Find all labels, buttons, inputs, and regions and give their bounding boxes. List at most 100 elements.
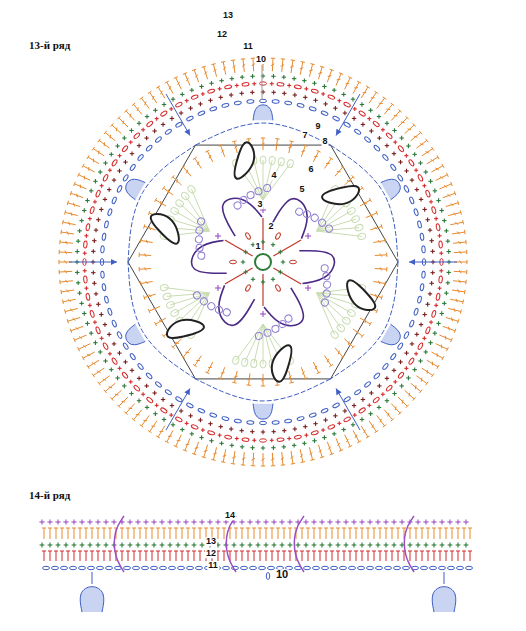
chain-symbol [191,94,199,100]
dc-symbol [195,158,202,168]
sc-symbol [306,87,307,91]
sc-symbol [131,128,132,132]
chain-symbol [358,110,366,117]
dc-symbol [266,528,267,539]
chain-symbol [197,252,205,260]
dc-symbol [230,528,231,539]
sc-symbol [182,92,183,96]
sc-symbol [233,543,234,548]
dc-symbol [187,170,188,174]
arrow-head [409,259,415,265]
sc-symbol [217,543,218,548]
sc-symbol [386,121,387,125]
chain-symbol [390,164,397,172]
dc-symbol [164,528,165,539]
chain-symbol [421,566,428,569]
dc-symbol [376,309,378,313]
chain-symbol [409,320,415,328]
chain-symbol [234,101,241,105]
curl-arc [264,288,303,326]
dc-symbol [413,123,416,126]
dc-symbol [205,372,209,374]
sc-symbol [439,234,440,238]
chain-symbol [137,154,144,162]
dc-symbol [67,201,68,205]
dc-symbol [437,365,439,369]
chain-symbol [97,566,104,569]
sc-symbol [444,301,445,305]
fan-stitch [317,293,335,335]
sc-symbol [101,184,102,188]
dc-symbol [234,376,238,377]
dc-symbol [59,260,60,264]
chain-symbol [230,260,237,264]
dc-symbol [176,435,182,447]
chain-symbol [321,408,329,414]
chain-symbol [354,389,362,396]
dc-symbol [126,111,135,121]
chain-symbol [278,157,285,166]
dc-symbol [150,92,157,103]
chain-symbol [439,241,443,248]
dc-symbol [425,152,428,154]
dc-symbol [105,383,115,391]
sc-symbol [252,277,253,281]
dc-symbol [63,222,76,225]
dc-symbol [186,528,190,529]
sc-symbol [257,519,258,524]
dc-symbol [92,528,93,539]
dc-symbol [291,463,295,465]
chain-symbol [397,145,404,153]
dc-symbol [270,528,274,529]
dc-symbol [401,121,405,123]
chain-symbol [175,101,183,107]
chain-symbol [178,566,185,569]
dc-symbol [451,338,453,342]
dc-symbol [272,58,274,71]
sc-symbol [441,311,442,315]
chain-symbol [364,381,372,388]
dc-symbol [80,551,81,561]
sc-symbol [433,519,434,524]
sc-symbol [57,519,58,524]
sc-symbol [105,543,106,548]
dc-symbol [348,445,352,447]
chain-symbol [250,359,257,368]
dc-symbol [370,214,373,216]
dc-symbol [183,167,191,176]
dc-symbol [289,141,293,142]
dc-symbol [281,457,284,459]
dc-symbol [410,551,411,561]
dc-symbol [260,551,261,561]
dc-symbol [342,551,346,552]
sc-symbol [416,168,417,172]
dc-symbol [254,528,255,539]
dc-symbol [240,528,244,529]
chain-symbol [207,89,215,94]
sc-symbol [425,543,426,548]
dc-symbol [258,551,262,552]
dc-symbol [356,551,357,561]
dc-symbol [139,268,151,270]
dc-symbol [115,394,119,395]
dc-symbol [353,82,359,93]
chain-symbol [430,566,437,569]
dc-symbol [59,250,60,254]
dc-symbol [120,528,124,529]
dc-symbol [97,371,100,373]
dc-symbol [308,551,309,561]
chain-symbol [332,115,340,121]
inner-motif [69,66,457,430]
sc-symbol [379,136,380,140]
sc-symbol [432,270,433,274]
sc-symbol [57,543,58,548]
sc-symbol [145,519,146,524]
dc-symbol [236,551,237,561]
dc-symbol [440,177,443,179]
dc-symbol [460,210,461,214]
sc-symbol [427,302,428,306]
dc-symbol [302,551,303,561]
dc-symbol [366,528,370,529]
fan-stitch [317,228,359,231]
sc-symbol [394,128,395,132]
